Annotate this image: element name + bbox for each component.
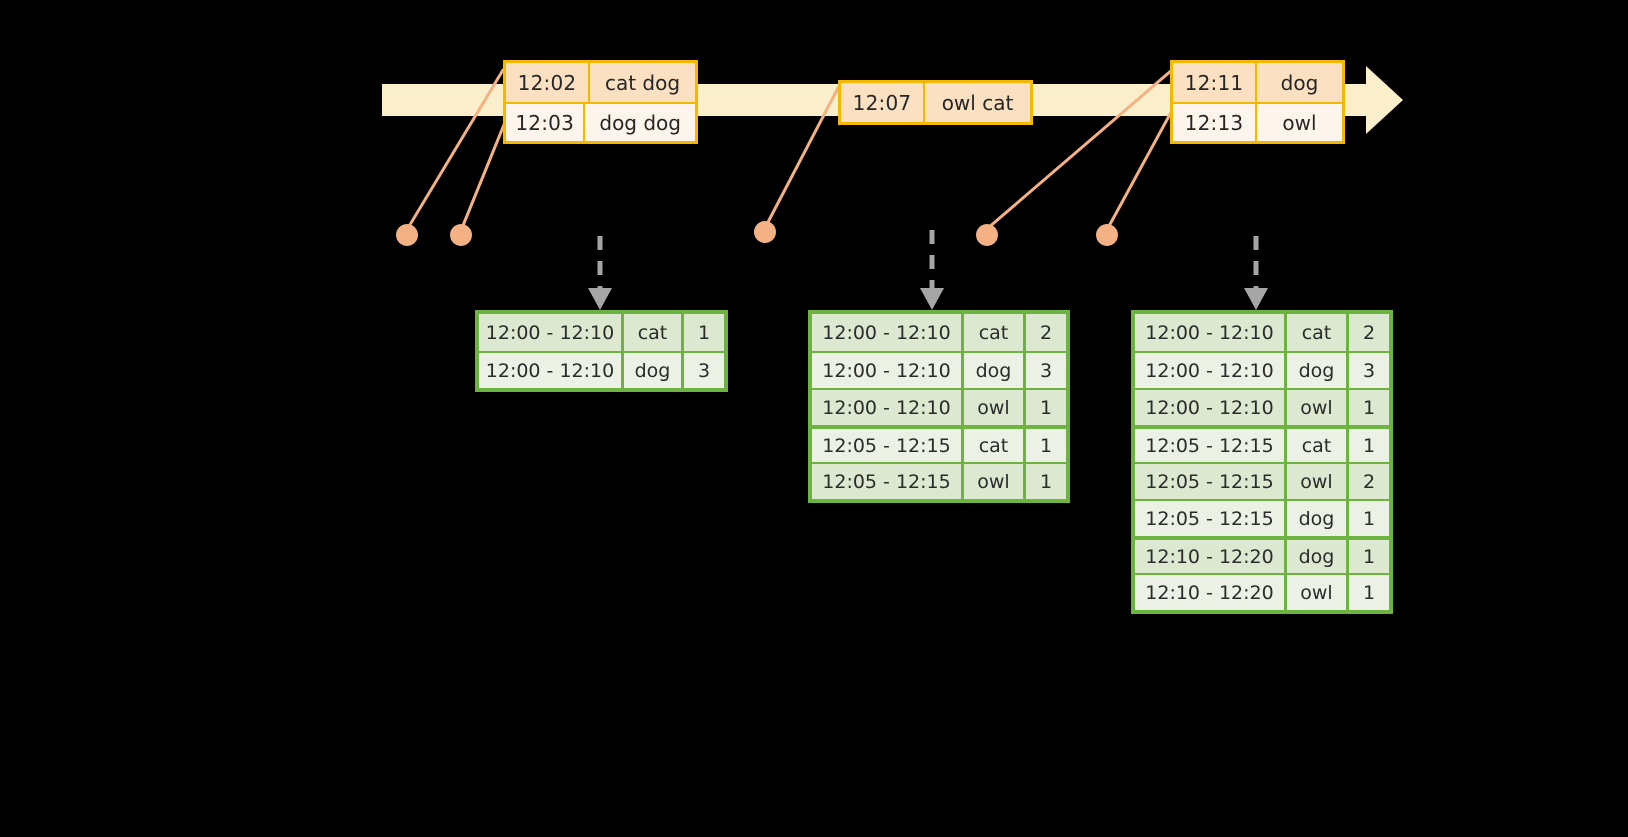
count-cell: 3	[697, 359, 711, 382]
word-key-cell: dog	[964, 353, 1026, 388]
event-words: dog dog	[599, 110, 681, 135]
dot-event-12-11	[976, 224, 998, 246]
word-key-cell: dog	[1287, 353, 1349, 388]
word-key-cell: cat	[964, 314, 1026, 351]
window-range-cell: 12:05 - 12:15	[1135, 429, 1287, 462]
connector-line-1	[406, 68, 505, 230]
dot-event-12-02	[396, 224, 418, 246]
dashed-arrow-head-3	[1244, 288, 1268, 310]
event-words: cat dog	[604, 70, 681, 95]
event-words: owl	[1282, 110, 1317, 135]
timeline-arrowhead	[1366, 66, 1403, 134]
word-key-cell: cat	[1287, 429, 1349, 462]
event-row[interactable]: 12:02 cat dog	[506, 63, 695, 102]
event-row[interactable]: 12:07 owl cat	[841, 83, 1030, 122]
window-range-cell: 12:05 - 12:15	[812, 464, 964, 499]
count-cell: 1	[1362, 507, 1376, 530]
word-key-cell: dog	[624, 353, 684, 388]
window-range-cell: 12:00 - 12:10	[812, 314, 964, 351]
event-words: owl cat	[941, 90, 1014, 115]
event-row[interactable]: 12:03 dog dog	[506, 102, 695, 141]
window-range-cell: 12:00 - 12:10	[1135, 314, 1287, 351]
count-cell: 2	[1362, 321, 1376, 344]
count-cell: 1	[697, 321, 711, 344]
window-range-cell: 12:00 - 12:10	[812, 353, 964, 388]
event-box-group-3[interactable]: 12:11 dog 12:13 owl	[1170, 60, 1345, 144]
event-time: 12:13	[1173, 104, 1257, 141]
window-range-cell: 12:00 - 12:10	[479, 314, 624, 351]
count-cell: 3	[1039, 359, 1053, 382]
window-range-cell: 12:00 - 12:10	[1135, 390, 1287, 425]
count-cell: 1	[1039, 434, 1053, 457]
count-cell: 2	[1362, 470, 1376, 493]
connector-line-5	[1106, 103, 1177, 230]
event-box-group-1[interactable]: 12:02 cat dog 12:03 dog dog	[503, 60, 698, 144]
window-range-cell: 12:05 - 12:15	[1135, 501, 1287, 536]
dot-event-12-13	[1096, 224, 1118, 246]
event-time: 12:07	[841, 83, 925, 122]
word-key-cell: owl	[1287, 575, 1349, 610]
dashed-arrow-head-2	[920, 288, 944, 310]
event-box-group-2[interactable]: 12:07 owl cat	[838, 80, 1033, 125]
word-key-cell: owl	[964, 464, 1026, 499]
word-key-cell: owl	[964, 390, 1026, 425]
window-range-cell: 12:00 - 12:10	[479, 353, 624, 388]
connector-line-3	[764, 86, 840, 228]
word-key-cell: cat	[964, 429, 1026, 462]
count-cell: 2	[1039, 321, 1053, 344]
word-key-cell: cat	[624, 314, 684, 351]
window-range-cell: 12:10 - 12:20	[1135, 540, 1287, 573]
word-key-cell: dog	[1287, 540, 1349, 573]
window-range-cell: 12:05 - 12:15	[812, 429, 964, 462]
count-cell: 1	[1362, 581, 1376, 604]
dashed-arrow-head-1	[588, 288, 612, 310]
window-range-cell: 12:00 - 12:10	[1135, 353, 1287, 388]
dot-event-12-07	[754, 221, 776, 243]
event-time: 12:03	[506, 104, 586, 141]
count-cell: 3	[1362, 359, 1376, 382]
word-key-cell: owl	[1287, 390, 1349, 425]
count-cell: 1	[1039, 470, 1053, 493]
event-words: dog	[1280, 70, 1319, 95]
count-cell: 1	[1362, 545, 1376, 568]
word-key-cell: dog	[1287, 501, 1349, 536]
event-time: 12:02	[506, 63, 590, 102]
word-key-cell: cat	[1287, 314, 1349, 351]
event-time: 12:11	[1173, 63, 1257, 102]
count-cell: 1	[1362, 396, 1376, 419]
word-key-cell: owl	[1287, 464, 1349, 499]
window-range-cell: 12:00 - 12:10	[812, 390, 964, 425]
window-range-cell: 12:10 - 12:20	[1135, 575, 1287, 610]
event-row[interactable]: 12:13 owl	[1173, 102, 1342, 141]
event-row[interactable]: 12:11 dog	[1173, 63, 1342, 102]
dot-event-12-03	[450, 224, 472, 246]
count-cell: 1	[1039, 396, 1053, 419]
window-range-cell: 12:05 - 12:15	[1135, 464, 1287, 499]
count-cell: 1	[1362, 434, 1376, 457]
